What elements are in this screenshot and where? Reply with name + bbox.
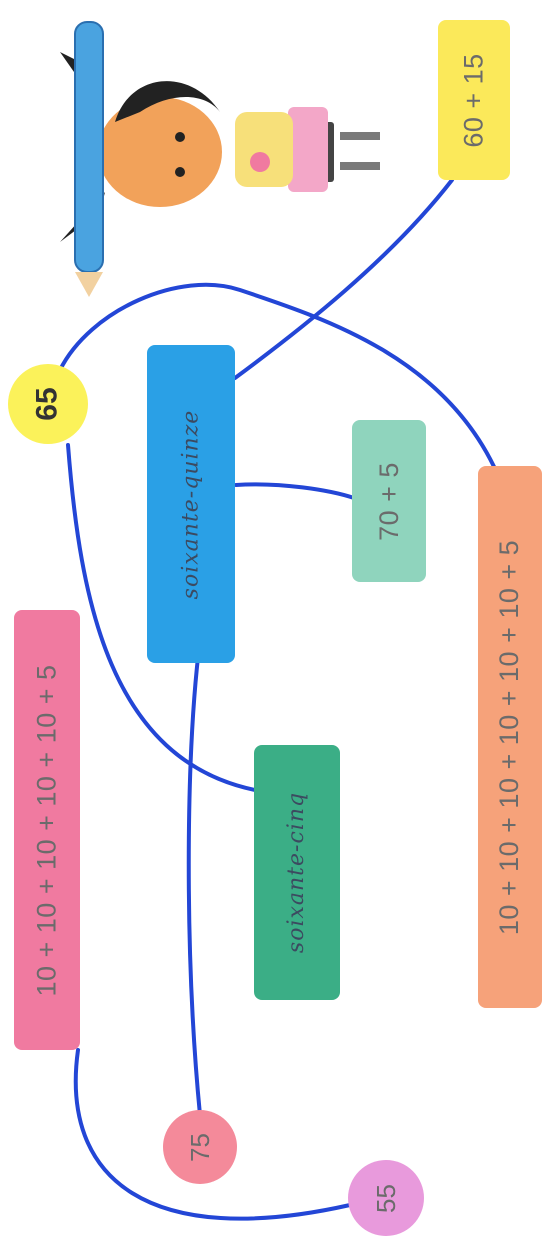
sum-card-seventy-plus-five[interactable]: 70 + 5 (352, 420, 426, 582)
line-blue-to-mint (234, 482, 356, 500)
line-pink-to-55 (73, 1048, 352, 1221)
sum-card-text: 10 + 10 + 10 + 10 + 10 + 10 + 5 (494, 539, 525, 935)
number-circle-text: 65 (31, 387, 64, 421)
number-word-text: soixante-quinze (178, 409, 204, 599)
number-word-card-seventy-five[interactable]: soixante-quinze (147, 345, 235, 663)
sum-card-six-terms[interactable]: 10 + 10 + 10 + 10 + 10 + 5 (14, 610, 80, 1050)
sum-card-seven-terms[interactable]: 10 + 10 + 10 + 10 + 10 + 10 + 5 (478, 466, 542, 1008)
number-circle-text: 55 (370, 1183, 401, 1213)
number-circle-text: 75 (184, 1132, 215, 1162)
line-65-to-orange (58, 282, 502, 482)
girl-with-pencil-illustration (60, 21, 380, 297)
number-word-text: soixante-cinq (284, 791, 310, 954)
number-circle-55[interactable]: 55 (348, 1160, 424, 1236)
line-65-to-teal (66, 443, 257, 792)
number-word-card-sixty-five[interactable]: soixante-cinq (254, 745, 340, 1000)
number-circle-75[interactable]: 75 (163, 1110, 237, 1184)
sum-card-text: 70 + 5 (373, 461, 404, 541)
number-circle-65[interactable]: 65 (8, 364, 88, 444)
line-blue-to-yellow (233, 178, 454, 380)
line-blue-to-75 (186, 638, 202, 1117)
sum-card-text: 10 + 10 + 10 + 10 + 10 + 5 (31, 663, 62, 997)
sum-card-text: 60 + 15 (458, 52, 489, 148)
sum-card-sixty-plus-fifteen[interactable]: 60 + 15 (438, 20, 510, 180)
